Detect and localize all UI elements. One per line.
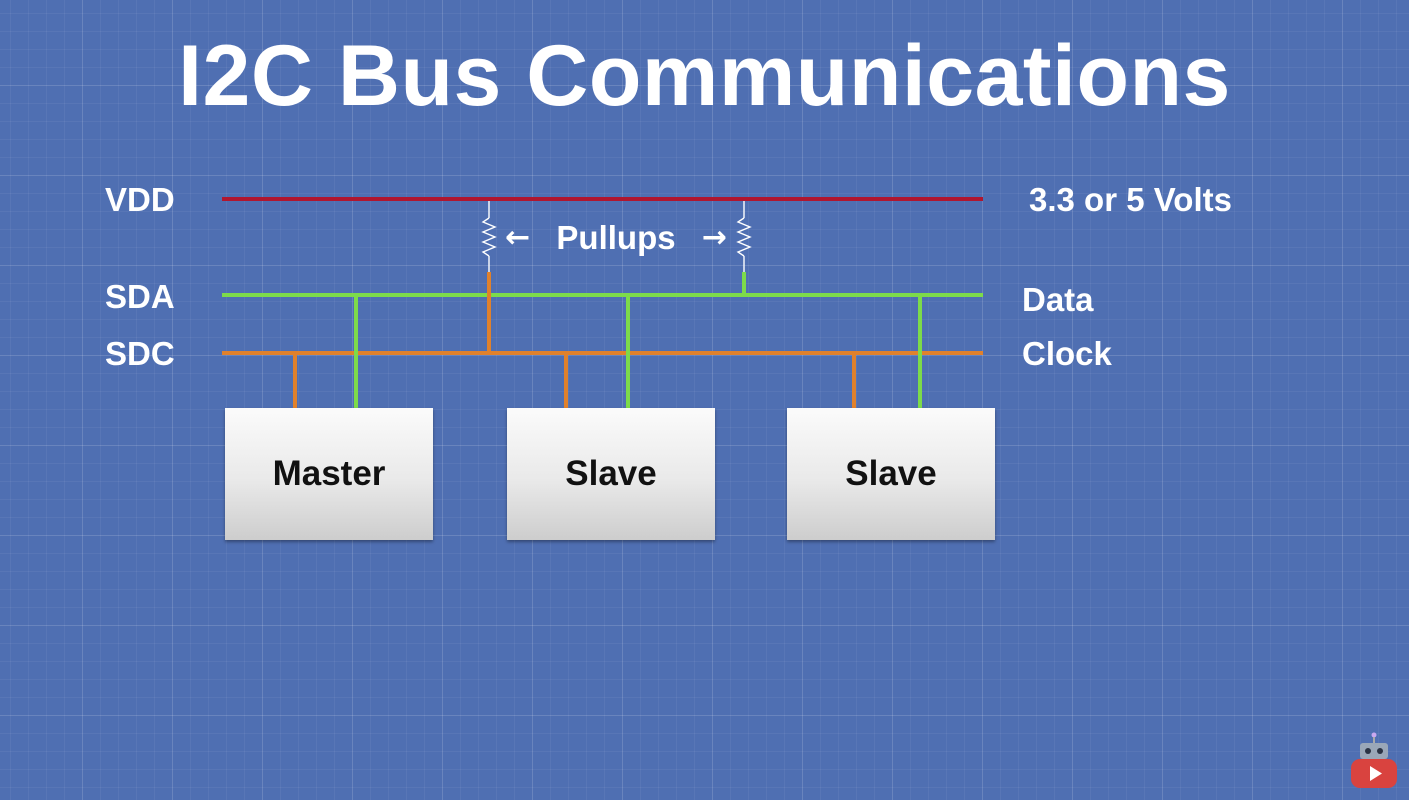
sda-description: Data xyxy=(1022,281,1094,318)
diagram-title: I2C Bus Communications xyxy=(178,28,1231,124)
pullups-annotation: ← Pullups → xyxy=(505,218,727,258)
sda-label: SDA xyxy=(105,278,175,315)
pullups-label: Pullups xyxy=(556,219,676,256)
slave-device-2-label: Slave xyxy=(845,454,937,493)
slave-device-1: Slave xyxy=(507,408,715,540)
master-device-label: Master xyxy=(272,454,386,493)
slave-device-1-label: Slave xyxy=(565,454,657,493)
right-arrow-icon: → xyxy=(701,220,727,255)
sdc-label: SDC xyxy=(105,335,175,372)
sdc-description: Clock xyxy=(1022,335,1112,372)
pullup-resistor-sdc xyxy=(481,201,497,353)
vdd-label: VDD xyxy=(105,181,175,218)
vdd-description: 3.3 or 5 Volts xyxy=(1029,181,1232,218)
pullup-resistor-sda xyxy=(736,201,752,295)
master-device: Master xyxy=(225,408,433,540)
left-arrow-icon: ← xyxy=(505,220,531,255)
robot-play-icon[interactable] xyxy=(1349,732,1399,790)
slave-device-2: Slave xyxy=(787,408,995,540)
